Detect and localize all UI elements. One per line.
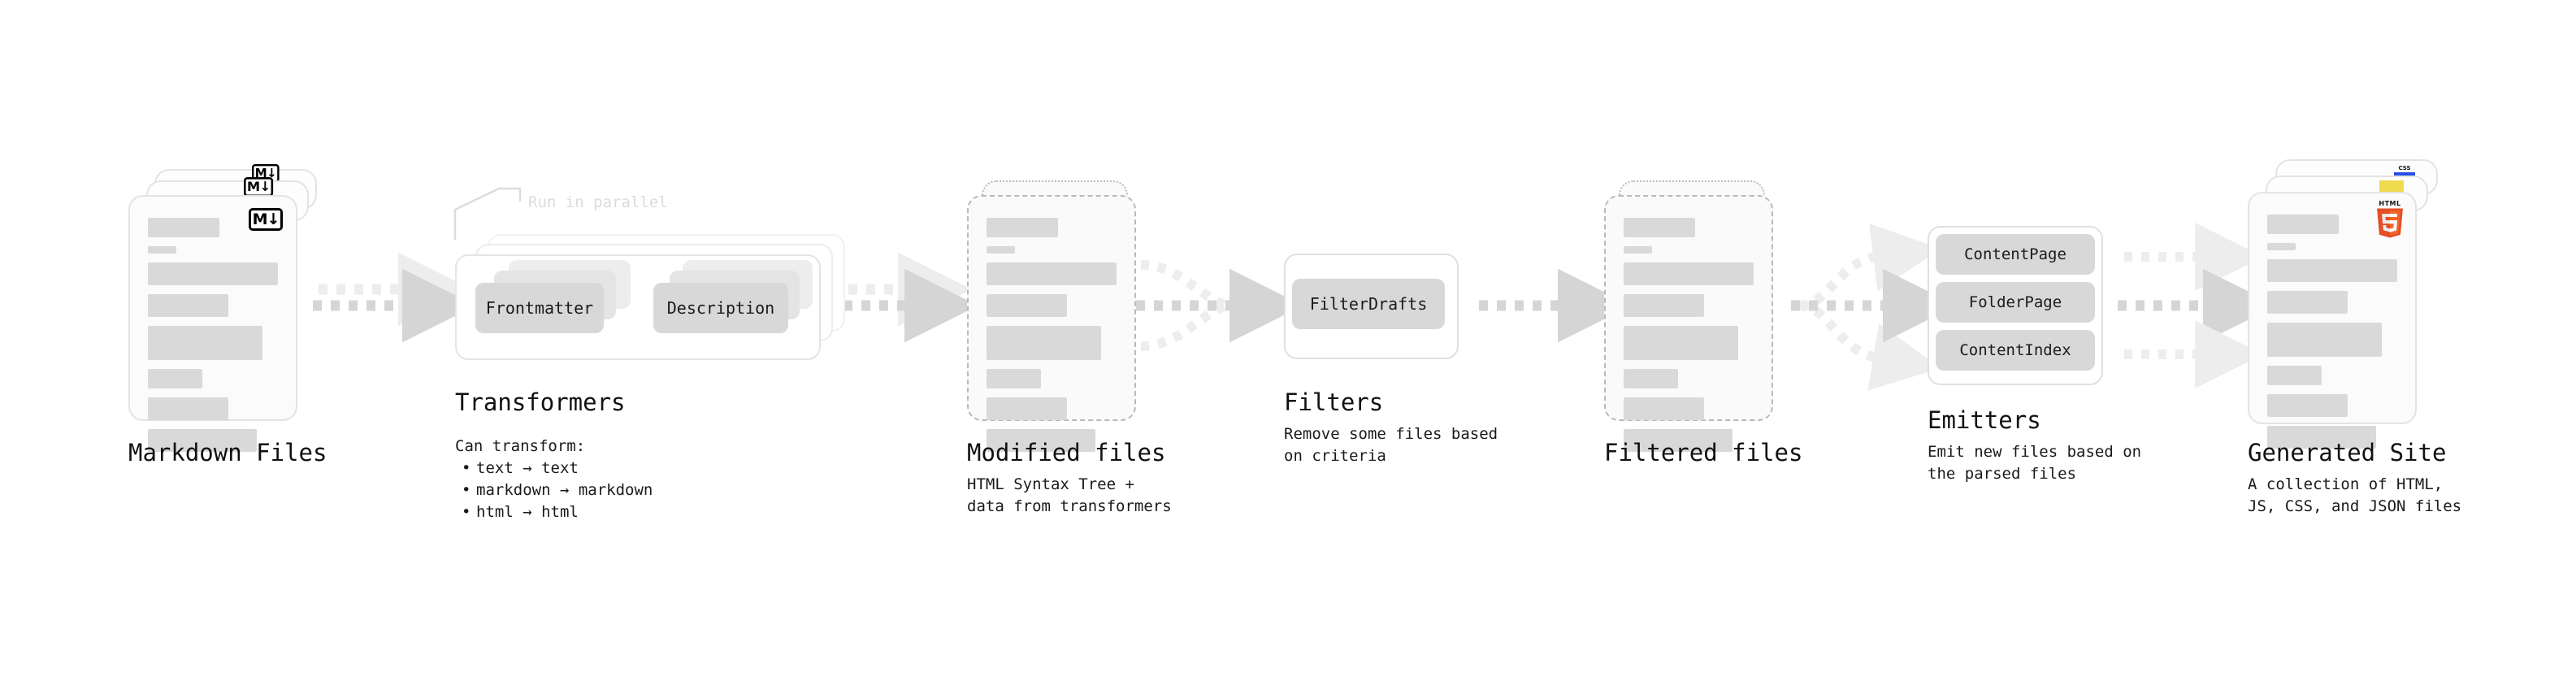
filtered-doc-front [1604,195,1773,452]
arrow-modified-to-filters [1136,260,1303,351]
javascript-icon [2379,180,2404,195]
site-doc-html: HTML [2248,192,2417,449]
chip-folderpage[interactable]: FolderPage [1936,282,2095,323]
css3-icon-label: CSS [2398,165,2411,171]
generated-site-subtitle: A collection of HTML, JS, CSS, and JSON … [2248,475,2462,515]
css3-icon-underline [2394,172,2415,176]
transformers-bullets: text → text markdown → markdown html → h… [455,458,653,523]
chip-filterdrafts[interactable]: FilterDrafts [1292,279,1445,329]
transformers-bullet-1: markdown → markdown [462,479,653,501]
generated-site-title: Generated Site [2248,439,2447,466]
filters-subtitle: Remove some files based on criteria [1284,425,1498,465]
modified-doc-front [967,195,1136,452]
transformers-bullet-2: html → html [462,501,653,523]
html5-icon: HTML [2374,200,2405,239]
arrow-emitters-to-site [2118,223,2277,388]
markdown-doc-lines [148,218,278,461]
markdown-doc-front: M↓ [128,195,297,452]
modified-doc-lines [987,218,1117,461]
chip-frontmatter[interactable]: Frontmatter [475,283,604,333]
emitters-subtitle: Emit new files based on the parsed files [1928,443,2142,483]
run-in-parallel-bracket [453,187,522,240]
chip-contentpage[interactable]: ContentPage [1936,234,2095,275]
modified-files-title: Modified files [967,439,1166,466]
site-doc-lines [2267,215,2397,458]
markdown-icon: M↓ [249,208,283,231]
arrow-markdown-to-transformers [313,252,476,343]
html5-icon-label: HTML [2379,200,2401,207]
transformers-bullet-0: text → text [462,458,653,479]
markdown-files-title: Markdown Files [128,439,327,466]
modified-files-subtitle: HTML Syntax Tree + data from transformer… [967,475,1172,515]
chip-contentindex[interactable]: ContentIndex [1936,330,2095,371]
markdown-icon-mid: M↓ [244,177,274,197]
filtered-files-title: Filtered files [1604,439,1803,466]
css3-icon: CSS [2394,166,2415,177]
transformers-title: Transformers [455,388,626,416]
filters-title: Filters [1284,388,1384,416]
run-in-parallel-label: Run in parallel [528,193,668,211]
html5-shield-icon [2377,208,2403,238]
transformers-intro: Can transform: [455,437,586,455]
emitters-title: Emitters [1928,406,2041,434]
arrow-filtered-to-emitters [1791,223,1957,391]
chip-description[interactable]: Description [653,283,788,333]
filtered-doc-lines [1624,218,1754,461]
